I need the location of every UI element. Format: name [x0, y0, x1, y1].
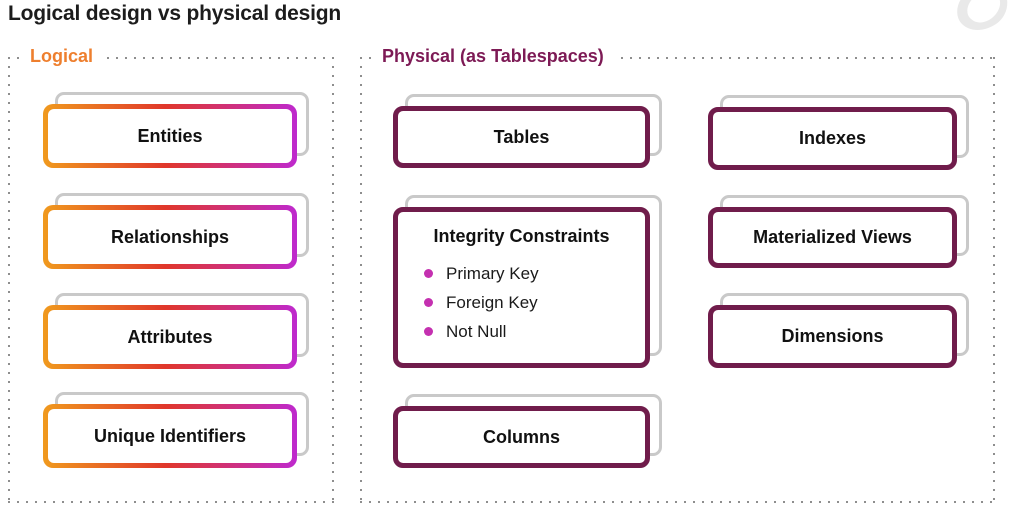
physical-panel: Physical (as Tablespaces) Tables Integri…	[360, 45, 995, 503]
logical-panel: Logical Entities Relationships Attribute…	[8, 45, 334, 503]
page-title: Logical design vs physical design	[8, 2, 341, 25]
logical-box-attributes: Attributes	[43, 293, 309, 369]
logical-box-unique-identifiers: Unique Identifiers	[43, 392, 309, 468]
bullet-dot-icon	[424, 298, 433, 307]
box-label: Columns	[482, 426, 560, 447]
physical-panel-label: Physical (as Tablespaces)	[372, 45, 614, 67]
plum-card: Columns	[393, 406, 650, 468]
logical-box-relationships: Relationships	[43, 193, 309, 269]
gradient-card: Attributes	[43, 305, 297, 369]
bullet-dot-icon	[424, 269, 433, 278]
box-label: Tables	[493, 126, 550, 147]
box-label: Indexes	[798, 128, 867, 148]
physical-box-integrity-constraints: Integrity Constraints Primary Key Foreig…	[393, 195, 662, 368]
bullet-label: Foreign Key	[446, 292, 538, 312]
box-label: Materialized Views	[753, 227, 912, 247]
box-label: Relationships	[110, 226, 230, 247]
gradient-card: Entities	[43, 104, 297, 168]
box-label: Dimensions	[781, 326, 884, 346]
bullet-dot-icon	[424, 327, 433, 336]
plum-card: Tables	[393, 106, 650, 168]
logical-panel-label: Logical	[20, 45, 104, 67]
logical-box-entities: Entities	[43, 92, 309, 168]
leaf-icon	[957, 0, 1008, 30]
bullet-label: Primary Key	[446, 263, 539, 283]
list-item: Not Null	[424, 317, 645, 346]
bullet-label: Not Null	[446, 321, 507, 341]
gradient-card: Unique Identifiers	[43, 404, 297, 468]
plum-card: Indexes	[708, 107, 957, 170]
gradient-card: Relationships	[43, 205, 297, 269]
box-label: Unique Identifiers	[93, 425, 246, 446]
physical-box-indexes: Indexes	[708, 95, 969, 170]
physical-box-dimensions: Dimensions	[708, 293, 969, 368]
list-item: Foreign Key	[424, 288, 645, 317]
physical-box-tables: Tables	[393, 94, 662, 168]
plum-card: Dimensions	[708, 305, 957, 368]
plum-card: Materialized Views	[708, 207, 957, 268]
box-label: Attributes	[127, 326, 213, 347]
box-label: Integrity Constraints	[433, 226, 610, 246]
plum-card: Integrity Constraints Primary Key Foreig…	[393, 207, 650, 368]
constraints-list: Primary Key Foreign Key Not Null	[424, 259, 645, 346]
box-label: Entities	[137, 125, 203, 146]
list-item: Primary Key	[424, 259, 645, 288]
physical-box-materialized-views: Materialized Views	[708, 195, 969, 268]
physical-box-columns: Columns	[393, 394, 662, 468]
